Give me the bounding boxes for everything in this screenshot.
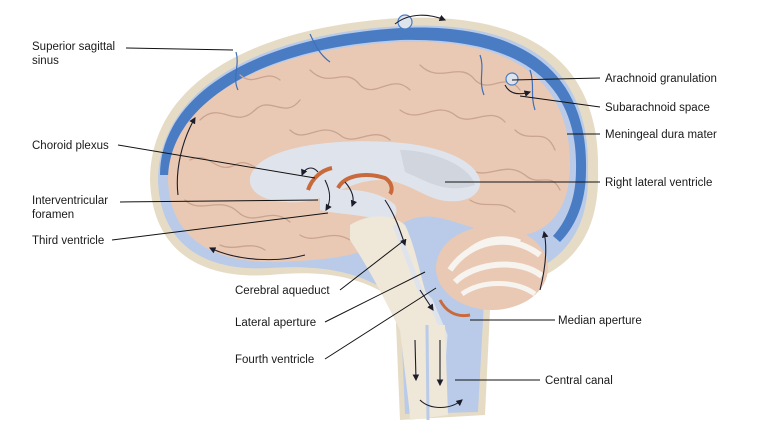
label-choroid-plexus: Choroid plexus — [32, 140, 109, 152]
label-central-canal: Central canal — [545, 375, 613, 387]
third-ventricle-region — [320, 189, 397, 221]
label-fourth-ventricle: Fourth ventricle — [235, 354, 314, 366]
label-lateral-aperture: Lateral aperture — [235, 317, 316, 329]
arachnoid-granulations — [397, 14, 519, 86]
label-arachnoid-granulation: Arachnoid granulation — [605, 73, 717, 85]
gyri-pattern — [184, 64, 561, 251]
central-canal-line — [425, 324, 430, 421]
cerebellum — [436, 226, 548, 318]
choroid-plexus — [306, 166, 333, 191]
cortical-veins — [235, 33, 536, 111]
choroid-plexus-2 — [336, 173, 394, 196]
label-superior-sagittal-sinus-line2: sinus — [32, 55, 59, 67]
label-meningeal-dura-mater: Meningeal dura mater — [605, 129, 717, 141]
label-interventricular-foramen-line2: foramen — [32, 209, 74, 221]
cerebral-aqueduct-channel — [392, 224, 448, 411]
lateral-ventricle-shadow — [400, 150, 475, 189]
label-superior-sagittal-sinus-line1: Superior sagittal — [32, 41, 115, 53]
label-right-lateral-ventricle: Right lateral ventricle — [605, 177, 712, 189]
label-subarachnoid-space: Subarachnoid space — [605, 102, 710, 114]
label-cerebral-aqueduct: Cerebral aqueduct — [235, 285, 330, 297]
label-median-aperture: Median aperture — [558, 315, 642, 327]
label-third-ventricle: Third ventricle — [32, 235, 104, 247]
label-interventricular-foramen-line1: Interventricular — [32, 195, 108, 207]
leader-lines — [111, 47, 601, 381]
